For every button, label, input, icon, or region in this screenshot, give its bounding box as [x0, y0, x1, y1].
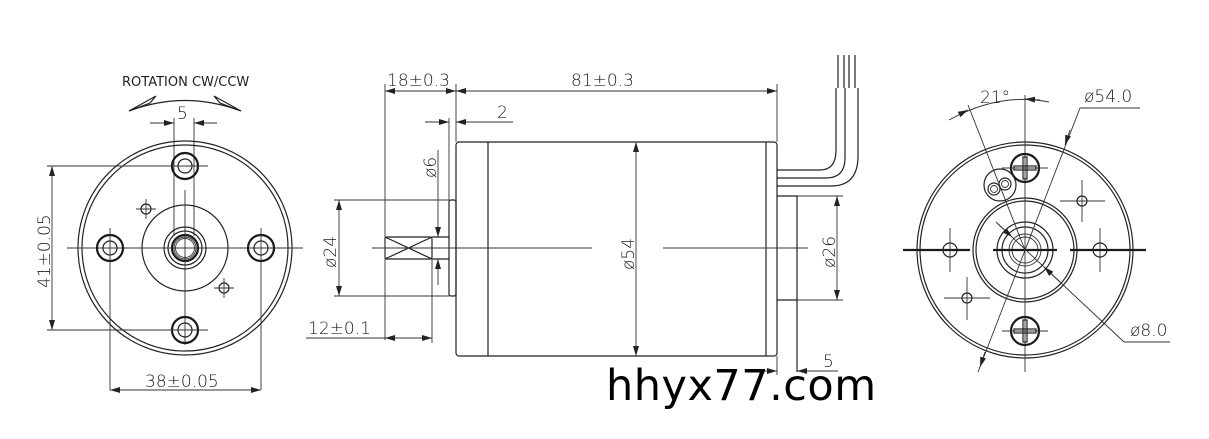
watermark-text: hhyx77.com [606, 361, 877, 411]
screw-bottom [1002, 315, 1048, 347]
mounting-hole-right [246, 228, 276, 390]
outer-diameter-dim: ø54.0 [1084, 87, 1132, 107]
mounting-hole-top [162, 151, 208, 181]
side-view: 18±0.3 81±0.3 2 ø6 ø24 12±0.1 ø54 [306, 55, 859, 375]
screw-top [1002, 152, 1048, 184]
mounting-hole-left [95, 228, 125, 390]
lead-wires [777, 55, 859, 187]
rotation-label: ROTATION CW/CCW [122, 75, 249, 90]
body-diameter-dim: ø54 [619, 238, 639, 270]
angle-dim: 21° [980, 88, 1010, 108]
boss-diameter-dim: ø24 [321, 236, 341, 268]
bearing-diameter-dim: ø8.0 [1130, 321, 1167, 341]
horizontal-hole-spacing-dim: 38±0.05 [145, 372, 219, 392]
body-length-dim: 81±0.3 [571, 71, 634, 91]
shaft-diameter-dim: ø6 [421, 157, 441, 178]
flat-length-dim: 12±0.1 [308, 319, 371, 339]
wire-grommet [983, 168, 1017, 202]
slot-width-dim: 5 [177, 104, 188, 124]
rear-view: 21° ø54.0 ø8.0 [903, 87, 1170, 373]
vertical-hole-spacing-dim: 41±0.05 [35, 214, 55, 288]
boss-thickness-dim: 2 [497, 103, 508, 123]
mounting-hole-bottom [162, 315, 208, 345]
rear-boss-length-dim: 5 [823, 352, 834, 372]
rear-boss-diameter-dim: ø26 [820, 236, 840, 268]
front-view: ROTATION CW/CCW 5 [35, 75, 303, 393]
shaft-length-dim: 18±0.3 [387, 71, 450, 91]
